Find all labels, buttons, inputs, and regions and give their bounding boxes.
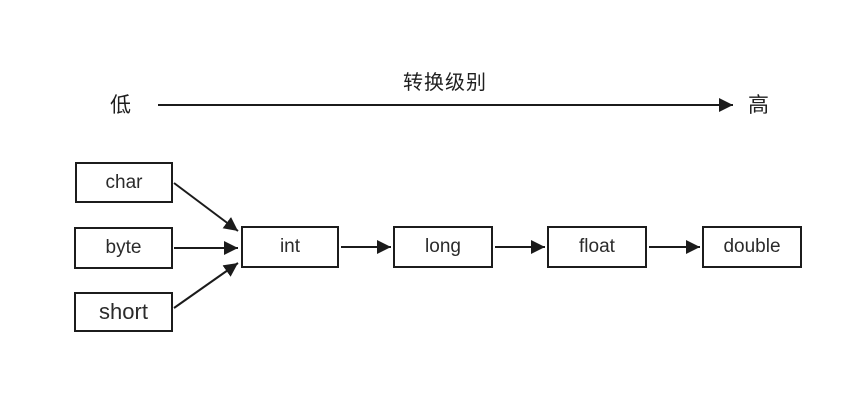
node-char: char — [75, 162, 173, 203]
node-byte: byte — [74, 227, 173, 269]
axis-label-high: 高 — [748, 94, 769, 117]
node-short: short — [74, 292, 173, 332]
node-long: long — [393, 226, 493, 268]
node-float: float — [547, 226, 647, 268]
node-double: double — [702, 226, 802, 268]
edge-short-int — [173, 262, 239, 309]
edge-char-int — [173, 182, 239, 232]
node-int: int — [241, 226, 339, 268]
axis-title: 转换级别 — [403, 72, 487, 94]
axis-label-low: 低 — [110, 94, 131, 117]
